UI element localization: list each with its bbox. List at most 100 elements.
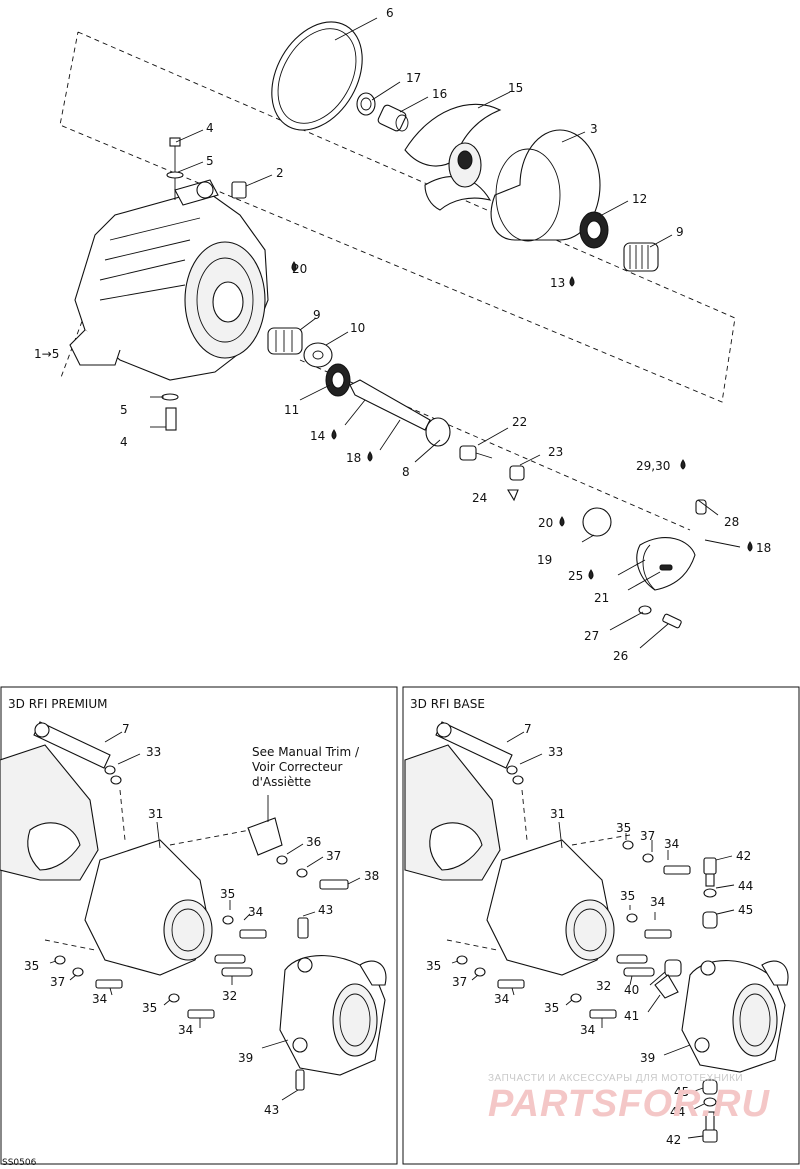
callout: 5 [120, 403, 128, 417]
impeller-part-15 [404, 103, 502, 211]
callout: 27 [584, 629, 599, 643]
note-line: Voir Correcteur [252, 760, 342, 774]
callout: 13 [550, 276, 565, 290]
panel-base-frame [402, 686, 800, 1165]
shaft-part-8 [349, 379, 451, 447]
callout: 42 [666, 1133, 681, 1147]
callout: 34 [580, 1023, 595, 1037]
seal-part-11 [325, 363, 351, 397]
leader-lines-top [150, 17, 741, 649]
leader-lines-base [451, 731, 735, 1139]
pump-housing-part-1 [69, 179, 269, 381]
callout: 39 [238, 1051, 253, 1065]
panel-premium-title: 3D RFI PREMIUM [8, 697, 107, 711]
callout: 35 [620, 889, 635, 903]
callout: 35 [220, 887, 235, 901]
callout: 18 [346, 451, 361, 465]
callout: 37 [326, 849, 341, 863]
screw-part-26 [662, 613, 682, 629]
callout: 37 [640, 829, 655, 843]
callout: 18 [756, 541, 771, 555]
nut-part-22 [459, 445, 493, 461]
panel-premium-frame [0, 686, 398, 1165]
manual-trim-note: See Manual Trim / Voir Correcteur d'Assi… [252, 745, 360, 789]
callout: 9 [313, 308, 321, 322]
callout: 37 [452, 975, 467, 989]
callout: 26 [613, 649, 628, 663]
callouts-premium: 7 33 31 36 37 38 43 35 34 35 37 34 35 34… [24, 722, 379, 1117]
callout: 25 [568, 569, 583, 583]
callout: 31 [148, 807, 163, 821]
dashed-axis-1 [299, 359, 691, 531]
callout: 34 [664, 837, 679, 851]
callout: 35 [142, 1001, 157, 1015]
callouts-top: 6 17 16 15 3 4 5 2 20 12 9 13 9 10 1→5 5… [34, 6, 771, 663]
callout: 2 [276, 166, 284, 180]
washer-part-10 [303, 342, 333, 368]
callout: 9 [676, 225, 684, 239]
callout: 14 [310, 429, 325, 443]
leader-lines-premium [49, 731, 361, 1101]
watermark-subtitle: ЗАПЧАСТИ И АКСЕССУАРЫ ДЛЯ МОТОТЕХНИКИ [488, 1073, 744, 1084]
callout: 1→5 [34, 347, 59, 361]
fitting-part-28 [695, 499, 707, 515]
note-line: d'Assiètte [252, 775, 311, 789]
clip-part-2 [231, 181, 247, 199]
bearing-part-9-right [623, 242, 659, 272]
bearing-part-9-left [267, 327, 303, 355]
callout: 16 [432, 87, 447, 101]
bushing-part-17 [356, 92, 376, 116]
callout: 35 [616, 821, 631, 835]
callout: 3 [590, 122, 598, 136]
o-ring-part-19 [582, 507, 612, 537]
callout: 43 [264, 1103, 279, 1117]
callout: 5 [206, 154, 214, 168]
cone-part-24 [507, 489, 519, 502]
callout: 33 [548, 745, 563, 759]
callout: 40 [624, 983, 639, 997]
bolt-part-4-top [166, 137, 184, 200]
sealant-drop-icons [291, 261, 753, 580]
callout: 7 [524, 722, 532, 736]
callout: 4 [120, 435, 128, 449]
callout: 34 [248, 905, 263, 919]
callout: 41 [624, 1009, 639, 1023]
callout: 44 [670, 1105, 685, 1119]
callout: 29,30 [636, 459, 670, 473]
callout: 45 [738, 903, 753, 917]
watermark-logo: PARTSFOR.RU [488, 1083, 770, 1125]
drawing-code: SS0506 [2, 1158, 37, 1168]
callout: 21 [594, 591, 609, 605]
callout: 33 [146, 745, 161, 759]
callout: 11 [284, 403, 299, 417]
seal-part-12 [579, 211, 609, 249]
callout: 7 [122, 722, 130, 736]
callout: 34 [178, 1023, 193, 1037]
callout: 31 [550, 807, 565, 821]
callout: 44 [738, 879, 753, 893]
callout: 24 [472, 491, 487, 505]
callout: 43 [318, 903, 333, 917]
washer-part-27 [638, 605, 652, 615]
callout: 45 [674, 1085, 689, 1099]
callout: 20 [538, 516, 553, 530]
callout: 15 [508, 81, 523, 95]
callout: 6 [386, 6, 394, 20]
callout: 12 [632, 192, 647, 206]
premium-parts [0, 721, 387, 1091]
callout: 34 [650, 895, 665, 909]
callout: 35 [24, 959, 39, 973]
wear-ring-part-6 [271, 21, 363, 131]
panel-base-title: 3D RFI BASE [410, 697, 485, 711]
bolt-part-4-bottom [161, 393, 179, 431]
callout: 22 [512, 415, 527, 429]
callout: 34 [92, 992, 107, 1006]
callout: 35 [426, 959, 441, 973]
callout: 4 [206, 121, 214, 135]
cone-cap-part-21 [636, 537, 696, 591]
callout: 23 [548, 445, 563, 459]
note-line: See Manual Trim / [252, 745, 360, 759]
nut-part-23 [509, 465, 525, 481]
